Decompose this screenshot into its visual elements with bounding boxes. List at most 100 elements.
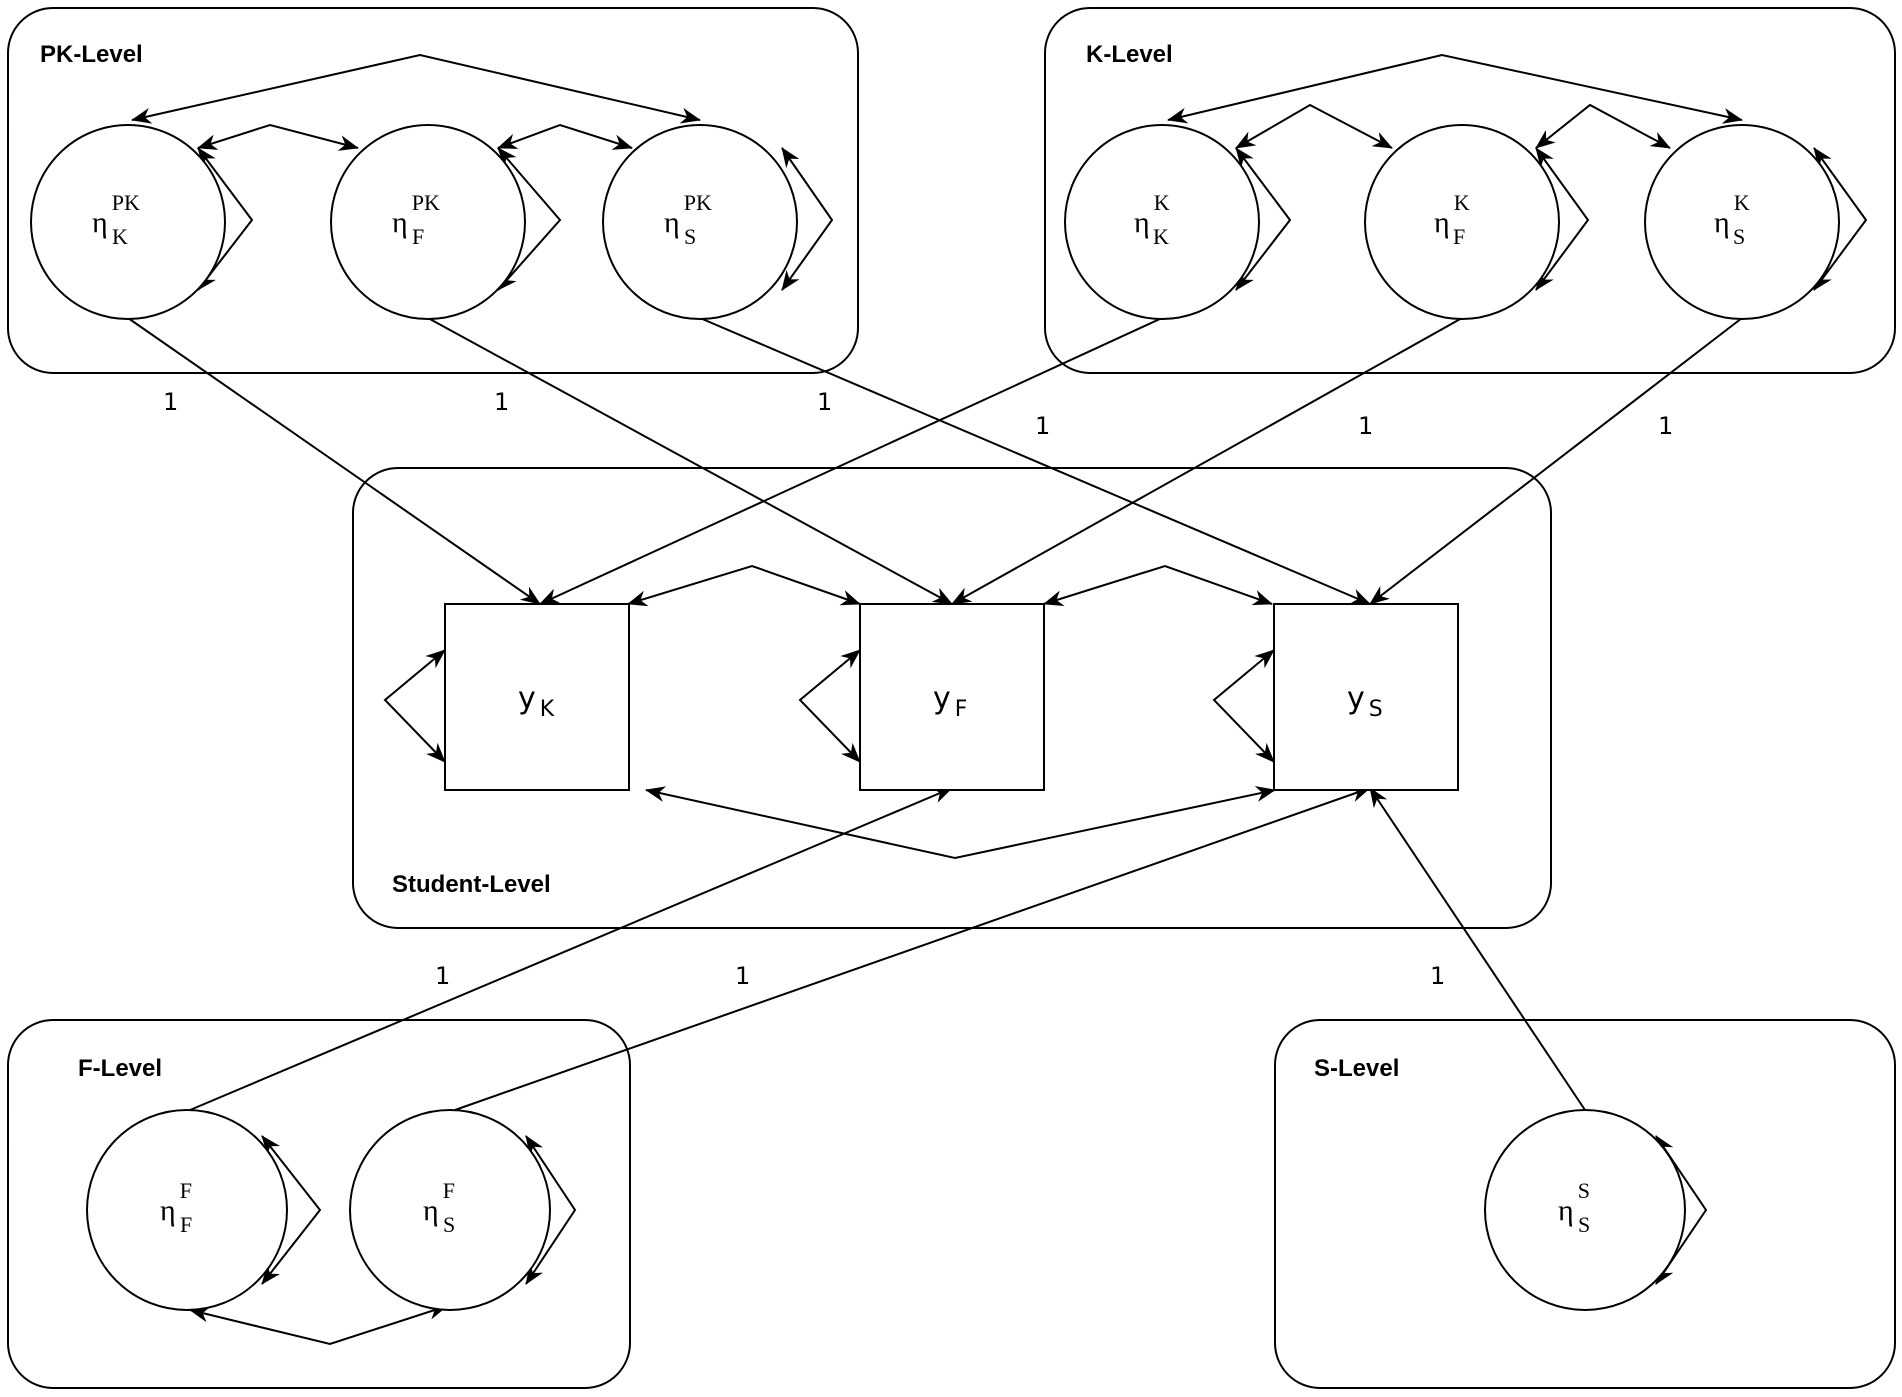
eta-symbol: η	[1558, 1194, 1574, 1227]
observed-box	[859, 603, 1045, 791]
s-level-box	[1274, 1019, 1896, 1389]
loading-label-pk-k: 1	[163, 388, 178, 416]
f-level-box	[7, 1019, 631, 1389]
latent-circle	[1364, 124, 1560, 320]
cov-k-k-k-f	[1235, 103, 1393, 149]
eta-subscript: F	[1453, 224, 1465, 249]
eta-subscript: F	[412, 224, 424, 249]
loading-label-s-s: 1	[1430, 962, 1445, 990]
eta-subscript: F	[180, 1212, 192, 1237]
cov-f-f-f-s	[189, 1304, 448, 1346]
cov-k-f-k-s	[1535, 103, 1671, 149]
variances	[197, 147, 1868, 1285]
svg-text:η PK: η PK	[664, 190, 712, 239]
svg-text:η S: η S	[1558, 1178, 1590, 1227]
svg-text:η PK: η PK	[392, 190, 440, 239]
path-f-s-to-ys	[454, 786, 1371, 1111]
loading-label-pk-s: 1	[817, 388, 832, 416]
path-k-s-to-ys	[1369, 317, 1743, 605]
var-k-s	[1813, 147, 1868, 291]
latent-pk-s: η PK S	[602, 124, 798, 320]
y-subscript: F	[955, 697, 968, 722]
s-level-label: S-Level	[1314, 1055, 1399, 1082]
cov-k-k-k-s	[1167, 53, 1743, 124]
svg-text:η K: η K	[1434, 190, 1470, 239]
latent-circle	[1644, 124, 1840, 320]
var-yk	[383, 649, 446, 763]
eta-subscript: S	[443, 1212, 455, 1237]
observed-box	[1273, 603, 1459, 791]
latent-circle	[86, 1109, 288, 1311]
var-k-k	[1235, 147, 1292, 291]
svg-text:η PK: η PK	[92, 190, 140, 239]
latent-circle	[602, 124, 798, 320]
svg-text:η K: η K	[1134, 190, 1170, 239]
cov-yk-ys	[645, 786, 1276, 860]
cov-pk-f-pk-s	[497, 123, 633, 150]
cov-yk-yf	[627, 564, 861, 607]
eta-superscript: PK	[112, 190, 140, 215]
eta-subscript: K	[1153, 224, 1169, 249]
y-subscript: S	[1369, 697, 1383, 722]
k-level-label: K-Level	[1086, 41, 1173, 68]
eta-symbol: η	[160, 1194, 176, 1227]
cov-pk-k-pk-s	[131, 53, 701, 124]
loading-label-pk-f: 1	[494, 388, 509, 416]
y-subscript: K	[540, 697, 555, 722]
svg-text:y K: y K	[518, 681, 555, 722]
eta-superscript: F	[443, 1178, 455, 1203]
eta-superscript: PK	[412, 190, 440, 215]
eta-superscript: K	[1154, 190, 1170, 215]
cov-yf-ys	[1043, 564, 1273, 606]
latent-k-k: η K K	[1064, 124, 1260, 320]
eta-subscript: K	[112, 224, 128, 249]
loading-label-k-s: 1	[1658, 412, 1673, 440]
f-level-label: F-Level	[78, 1055, 162, 1082]
var-yf	[798, 649, 861, 763]
eta-symbol: η	[423, 1194, 439, 1227]
var-k-f	[1535, 147, 1590, 291]
latent-f-s: η F S	[349, 1109, 551, 1311]
var-ys	[1212, 649, 1275, 763]
latent-circle	[1484, 1109, 1686, 1311]
eta-superscript: K	[1734, 190, 1750, 215]
eta-symbol: η	[1134, 206, 1150, 239]
latent-k-s: η K S	[1644, 124, 1840, 320]
latent-f-f: η F F	[86, 1109, 288, 1311]
observed-box	[444, 603, 630, 791]
path-k-f-to-yf	[951, 317, 1463, 605]
pk-level-label: PK-Level	[40, 41, 143, 68]
var-pk-k	[197, 147, 254, 291]
path-pk-f-to-yf	[427, 317, 953, 605]
latent-pk-f: η PK F	[330, 124, 526, 320]
path-s-s-to-ys	[1369, 787, 1586, 1111]
observed-yf: y F	[859, 603, 1045, 791]
latent-circle	[1064, 124, 1260, 320]
group-pk-level: PK-Level	[7, 7, 859, 374]
latent-k-f: η K F	[1364, 124, 1560, 320]
svg-text:y S: y S	[1347, 681, 1383, 722]
y-symbol: y	[933, 681, 951, 716]
group-student-level: Student-Level	[352, 467, 1552, 929]
y-symbol: y	[1347, 681, 1365, 716]
eta-superscript: F	[180, 1178, 192, 1203]
cov-pk-k-pk-f	[197, 123, 359, 151]
observed-ys: y S	[1273, 603, 1459, 791]
eta-subscript: S	[684, 224, 696, 249]
loading-label-f-f: 1	[435, 962, 450, 990]
group-f-level: F-Level	[7, 1019, 631, 1389]
observed-covariances	[627, 564, 1276, 860]
var-f-s	[525, 1135, 577, 1285]
eta-superscript: S	[1578, 1178, 1590, 1203]
latent-circle	[349, 1109, 551, 1311]
loading-label-f-s: 1	[735, 962, 750, 990]
loading-paths	[127, 317, 1743, 1111]
pk-level-box	[7, 7, 859, 374]
latent-pk-k: η PK K	[30, 124, 226, 320]
loading-label-k-f: 1	[1358, 412, 1373, 440]
eta-symbol: η	[1714, 206, 1730, 239]
group-k-level: K-Level	[1044, 7, 1896, 374]
student-level-label: Student-Level	[392, 871, 551, 898]
latent-s-s: η S S	[1484, 1109, 1686, 1311]
